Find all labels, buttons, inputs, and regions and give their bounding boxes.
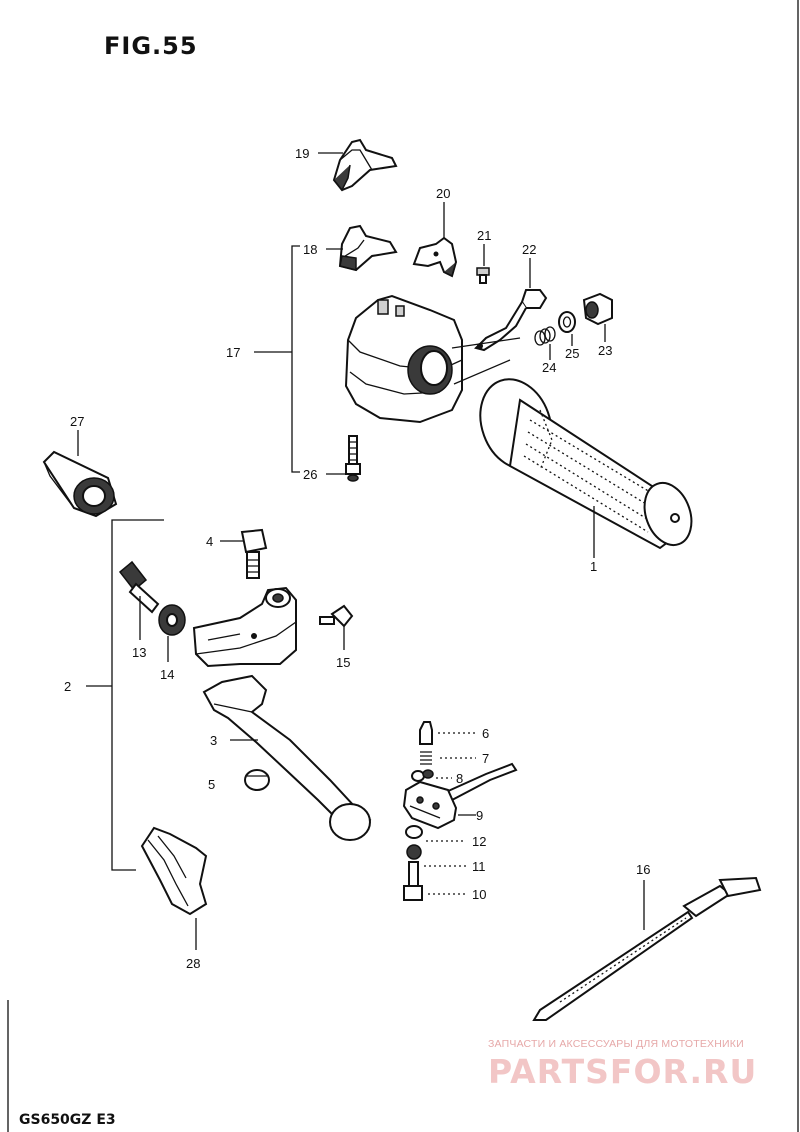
part-11-washer [406,844,422,860]
callout-12: 12 [472,834,486,849]
part-16-cable-tie [532,876,762,1021]
callout-15: 15 [336,655,350,670]
callout-9: 9 [476,808,483,823]
part-27-grip-end [42,450,118,518]
part-13-bolt [118,560,160,614]
callout-17: 17 [226,345,240,360]
callout-3: 3 [210,733,217,748]
part-4-bolt [240,528,268,579]
callout-10: 10 [472,887,486,902]
callout-27: 27 [70,414,84,429]
part-12-washer [405,825,423,839]
part-28-lever-boot [140,826,208,916]
part-9-switch [402,780,458,830]
callout-6: 6 [482,726,489,741]
callout-8: 8 [456,771,463,786]
callout-25: 25 [565,346,579,361]
callout-18: 18 [303,242,317,257]
callout-22: 22 [522,242,536,257]
callout-14: 14 [160,667,174,682]
model-code: GS650GZ E3 [19,1112,116,1128]
part-6-cap [419,721,433,745]
part-2-lever-holder [192,586,297,668]
callout-26: 26 [303,467,317,482]
part-24-spring [534,326,556,346]
part-25-washer [558,311,576,333]
callout-4: 4 [206,534,213,549]
part-14-nut [158,604,186,636]
callout-2: 2 [64,679,71,694]
callout-21: 21 [477,228,491,243]
part-19-cover [332,138,398,192]
callout-28: 28 [186,956,200,971]
figure-title: FIG.55 [104,32,198,60]
part-20-bracket [412,236,458,278]
callout-16: 16 [636,862,650,877]
part-26-screw [345,435,361,482]
callout-23: 23 [598,343,612,358]
part-21-screw [476,267,490,284]
part-23-cap [582,292,613,326]
part-7-spring [420,751,432,765]
part-18-cover [338,224,398,272]
watermark-tagline: ЗАПЧАСТИ И АКСЕССУАРЫ ДЛЯ МОТОТЕХНИКИ [488,1038,744,1050]
part-3-clutch-lever [202,674,372,841]
callout-19: 19 [295,146,309,161]
part-10-screw [403,861,423,901]
callout-5: 5 [208,777,215,792]
callout-1: 1 [590,559,597,574]
watermark-logo: PARTSFOR.RU [488,1052,758,1091]
callout-11: 11 [472,859,486,874]
part-1-handlebar-grip [479,378,693,550]
callout-20: 20 [436,186,450,201]
watermark: ЗАПЧАСТИ И АКСЕССУАРЫ ДЛЯ МОТОТЕХНИКИ PA… [488,1038,788,1091]
part-15-screw [319,604,354,628]
callout-7: 7 [482,751,489,766]
callout-13: 13 [132,645,146,660]
part-5-nut [244,769,270,791]
callout-24: 24 [542,360,556,375]
part-8-plunger [411,762,518,801]
part-17-switch-housing [344,294,521,424]
